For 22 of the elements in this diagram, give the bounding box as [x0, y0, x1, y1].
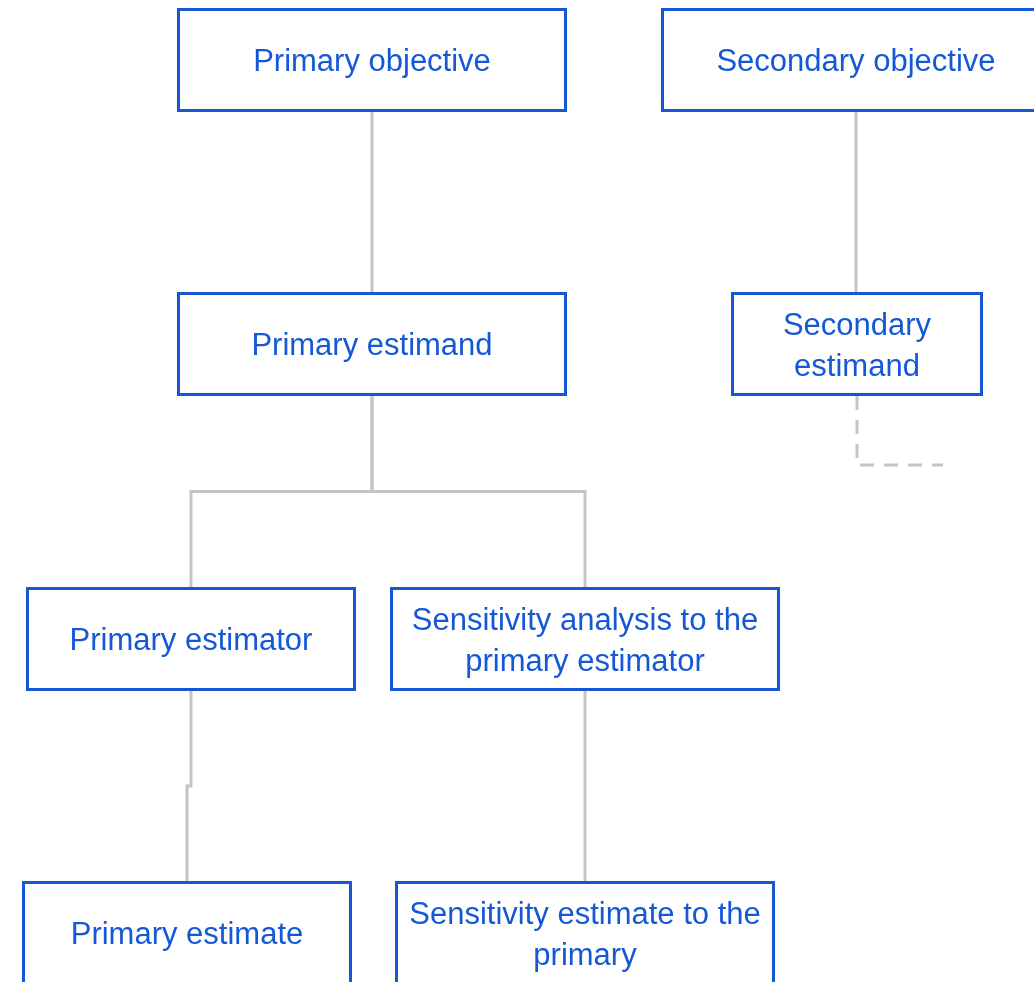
process-box	[395, 881, 775, 982]
process-box	[22, 881, 352, 982]
connector-line	[185, 691, 193, 881]
box-label: Primary estimand	[251, 326, 493, 364]
box-label: Secondary estimand	[781, 306, 933, 385]
box-label: Sensitivity estimate to the primary	[408, 895, 762, 974]
box-label: Primary estimate	[70, 915, 304, 953]
process-box	[26, 587, 356, 691]
box-label: Primary estimator	[69, 621, 313, 659]
connector-line	[370, 112, 374, 292]
connector-line	[583, 691, 587, 881]
process-box	[661, 8, 1034, 112]
connector-line	[370, 396, 587, 587]
process-box	[177, 292, 567, 396]
box-label: Sensitivity analysis to the primary estimator	[410, 601, 760, 680]
dashed-connector	[855, 396, 943, 467]
process-box	[177, 8, 567, 112]
process-box	[731, 292, 983, 396]
box-label: Primary objective	[253, 42, 491, 80]
connector-line	[854, 112, 858, 292]
box-label: Secondary objective	[716, 42, 996, 80]
process-box	[390, 587, 780, 691]
